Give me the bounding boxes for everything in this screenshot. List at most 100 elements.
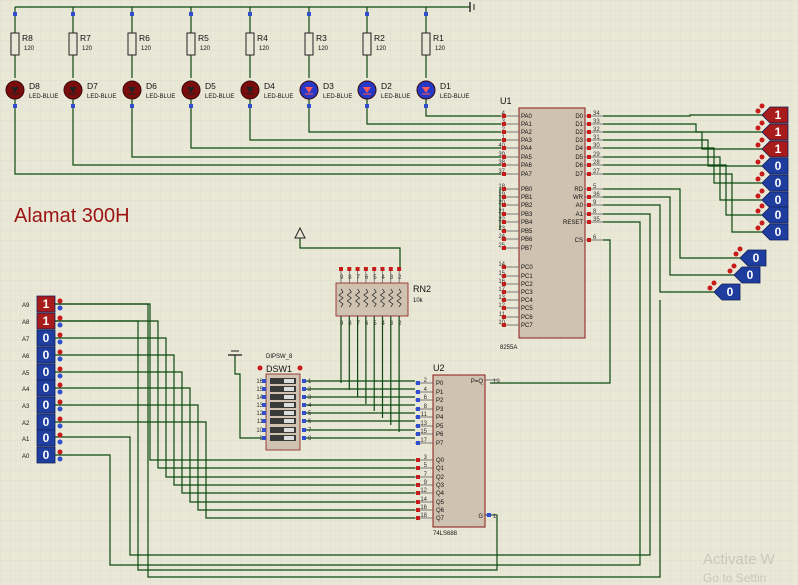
dip-switch-lever[interactable] (270, 386, 296, 392)
switch-toggle-icon[interactable] (755, 193, 761, 199)
address-switch[interactable] (36, 446, 56, 464)
u1-pin-name: PA7 (521, 172, 533, 178)
address-switch-up-arrow-icon[interactable] (57, 382, 63, 388)
address-switch-up-arrow-icon[interactable] (57, 332, 63, 338)
u2-part: 74LS688 (433, 531, 458, 537)
address-switch[interactable] (36, 329, 56, 347)
address-switch-down-arrow-icon[interactable] (57, 389, 63, 395)
switch-toggle-up-icon[interactable] (759, 154, 765, 160)
u1-pin-number: 34 (593, 111, 600, 117)
switch-toggle-up-icon[interactable] (759, 203, 765, 209)
dip-switch-lever[interactable] (270, 410, 296, 416)
data-bus-switch[interactable] (761, 157, 789, 175)
address-switch-up-arrow-icon[interactable] (57, 315, 63, 321)
dip-switch-lever[interactable] (270, 378, 296, 384)
u1-pin-number: 17 (498, 287, 505, 293)
address-switch-up-arrow-icon[interactable] (57, 449, 63, 455)
address-switch-down-arrow-icon[interactable] (57, 356, 63, 362)
address-switch-up-arrow-icon[interactable] (57, 399, 63, 405)
switch-toggle-icon[interactable] (755, 225, 761, 231)
address-switch-down-arrow-icon[interactable] (57, 439, 63, 445)
switch-toggle-up-icon[interactable] (711, 280, 717, 286)
resistor-body[interactable] (362, 32, 372, 56)
switch-toggle-icon[interactable] (733, 251, 739, 257)
address-switch-down-arrow-icon[interactable] (57, 305, 63, 311)
dip-switch-lever[interactable] (270, 435, 296, 441)
dip-switch-lever[interactable] (270, 427, 296, 433)
resistor-value: 120 (200, 46, 211, 52)
dsw1-left-pin-number: 15 (256, 387, 263, 393)
resistor-body[interactable] (304, 32, 314, 56)
dsw1-toggle-icon[interactable] (297, 365, 303, 371)
address-switch[interactable] (36, 312, 56, 330)
switch-toggle-icon[interactable] (755, 159, 761, 165)
resistor-body[interactable] (421, 32, 431, 56)
address-switch[interactable] (36, 379, 56, 397)
switch-toggle-icon[interactable] (755, 125, 761, 131)
rn2-pin-marker (380, 267, 385, 271)
u2-74ls688-body[interactable] (432, 374, 486, 528)
address-switch-down-arrow-icon[interactable] (57, 322, 63, 328)
u1-pin-marker (502, 323, 506, 327)
u1-pin-marker (587, 195, 591, 199)
resistor-body[interactable] (245, 32, 255, 56)
data-bus-switch[interactable] (761, 106, 789, 124)
resistor-value: 120 (259, 46, 270, 52)
address-switch-down-arrow-icon[interactable] (57, 339, 63, 345)
address-switch-down-arrow-icon[interactable] (57, 406, 63, 412)
switch-toggle-icon[interactable] (755, 142, 761, 148)
u1-pin-number: 38 (498, 160, 505, 166)
data-bus-switch[interactable] (761, 123, 789, 141)
resistor-body[interactable] (186, 32, 196, 56)
rn2-body[interactable] (335, 282, 409, 317)
u1-8255a-body[interactable] (518, 107, 586, 339)
switch-toggle-up-icon[interactable] (759, 120, 765, 126)
address-switch-up-arrow-icon[interactable] (57, 432, 63, 438)
address-switch-up-arrow-icon[interactable] (57, 366, 63, 372)
address-switch[interactable] (36, 346, 56, 364)
address-switch[interactable] (36, 295, 56, 313)
u1-pin-number: 18 (498, 184, 505, 190)
switch-toggle-up-icon[interactable] (759, 188, 765, 194)
data-bus-switch[interactable] (761, 140, 789, 158)
address-switch[interactable] (36, 429, 56, 447)
control-switch-value: 0 (747, 268, 754, 282)
switch-toggle-icon[interactable] (707, 285, 713, 291)
resistor-ref: R6 (139, 33, 150, 43)
switch-toggle-icon[interactable] (755, 108, 761, 114)
control-switch[interactable] (733, 266, 761, 284)
address-switch-up-arrow-icon[interactable] (57, 349, 63, 355)
switch-toggle-icon[interactable] (727, 268, 733, 274)
data-bus-switch[interactable] (761, 223, 789, 241)
switch-toggle-up-icon[interactable] (759, 137, 765, 143)
u1-pin-marker (502, 315, 506, 319)
switch-toggle-icon[interactable] (755, 208, 761, 214)
address-switch-up-arrow-icon[interactable] (57, 416, 63, 422)
dsw1-ref: DSW1 (266, 364, 292, 374)
data-bus-switch[interactable] (761, 206, 789, 224)
data-bus-switch[interactable] (761, 174, 789, 192)
resistor-body[interactable] (127, 32, 137, 56)
u1-pin-number: 10 (498, 320, 505, 326)
data-bus-switch-value: 0 (775, 176, 782, 190)
dip-switch-lever[interactable] (270, 402, 296, 408)
switch-toggle-icon[interactable] (755, 176, 761, 182)
switch-toggle-up-icon[interactable] (759, 171, 765, 177)
resistor-body[interactable] (10, 32, 20, 56)
switch-toggle-up-icon[interactable] (759, 220, 765, 226)
switch-toggle-up-icon[interactable] (731, 263, 737, 269)
dsw1-toggle-icon[interactable] (257, 365, 263, 371)
switch-toggle-up-icon[interactable] (737, 246, 743, 252)
address-switch[interactable] (36, 396, 56, 414)
address-switch-down-arrow-icon[interactable] (57, 423, 63, 429)
dip-switch-lever[interactable] (270, 394, 296, 400)
switch-toggle-up-icon[interactable] (759, 103, 765, 109)
resistor-body[interactable] (68, 32, 78, 56)
control-switch[interactable] (713, 283, 741, 301)
address-switch-up-arrow-icon[interactable] (57, 298, 63, 304)
address-switch-down-arrow-icon[interactable] (57, 456, 63, 462)
control-switch[interactable] (739, 249, 767, 267)
address-switch-down-arrow-icon[interactable] (57, 373, 63, 379)
u1-pin-name: PC4 (521, 298, 533, 304)
dip-switch-lever[interactable] (270, 418, 296, 424)
